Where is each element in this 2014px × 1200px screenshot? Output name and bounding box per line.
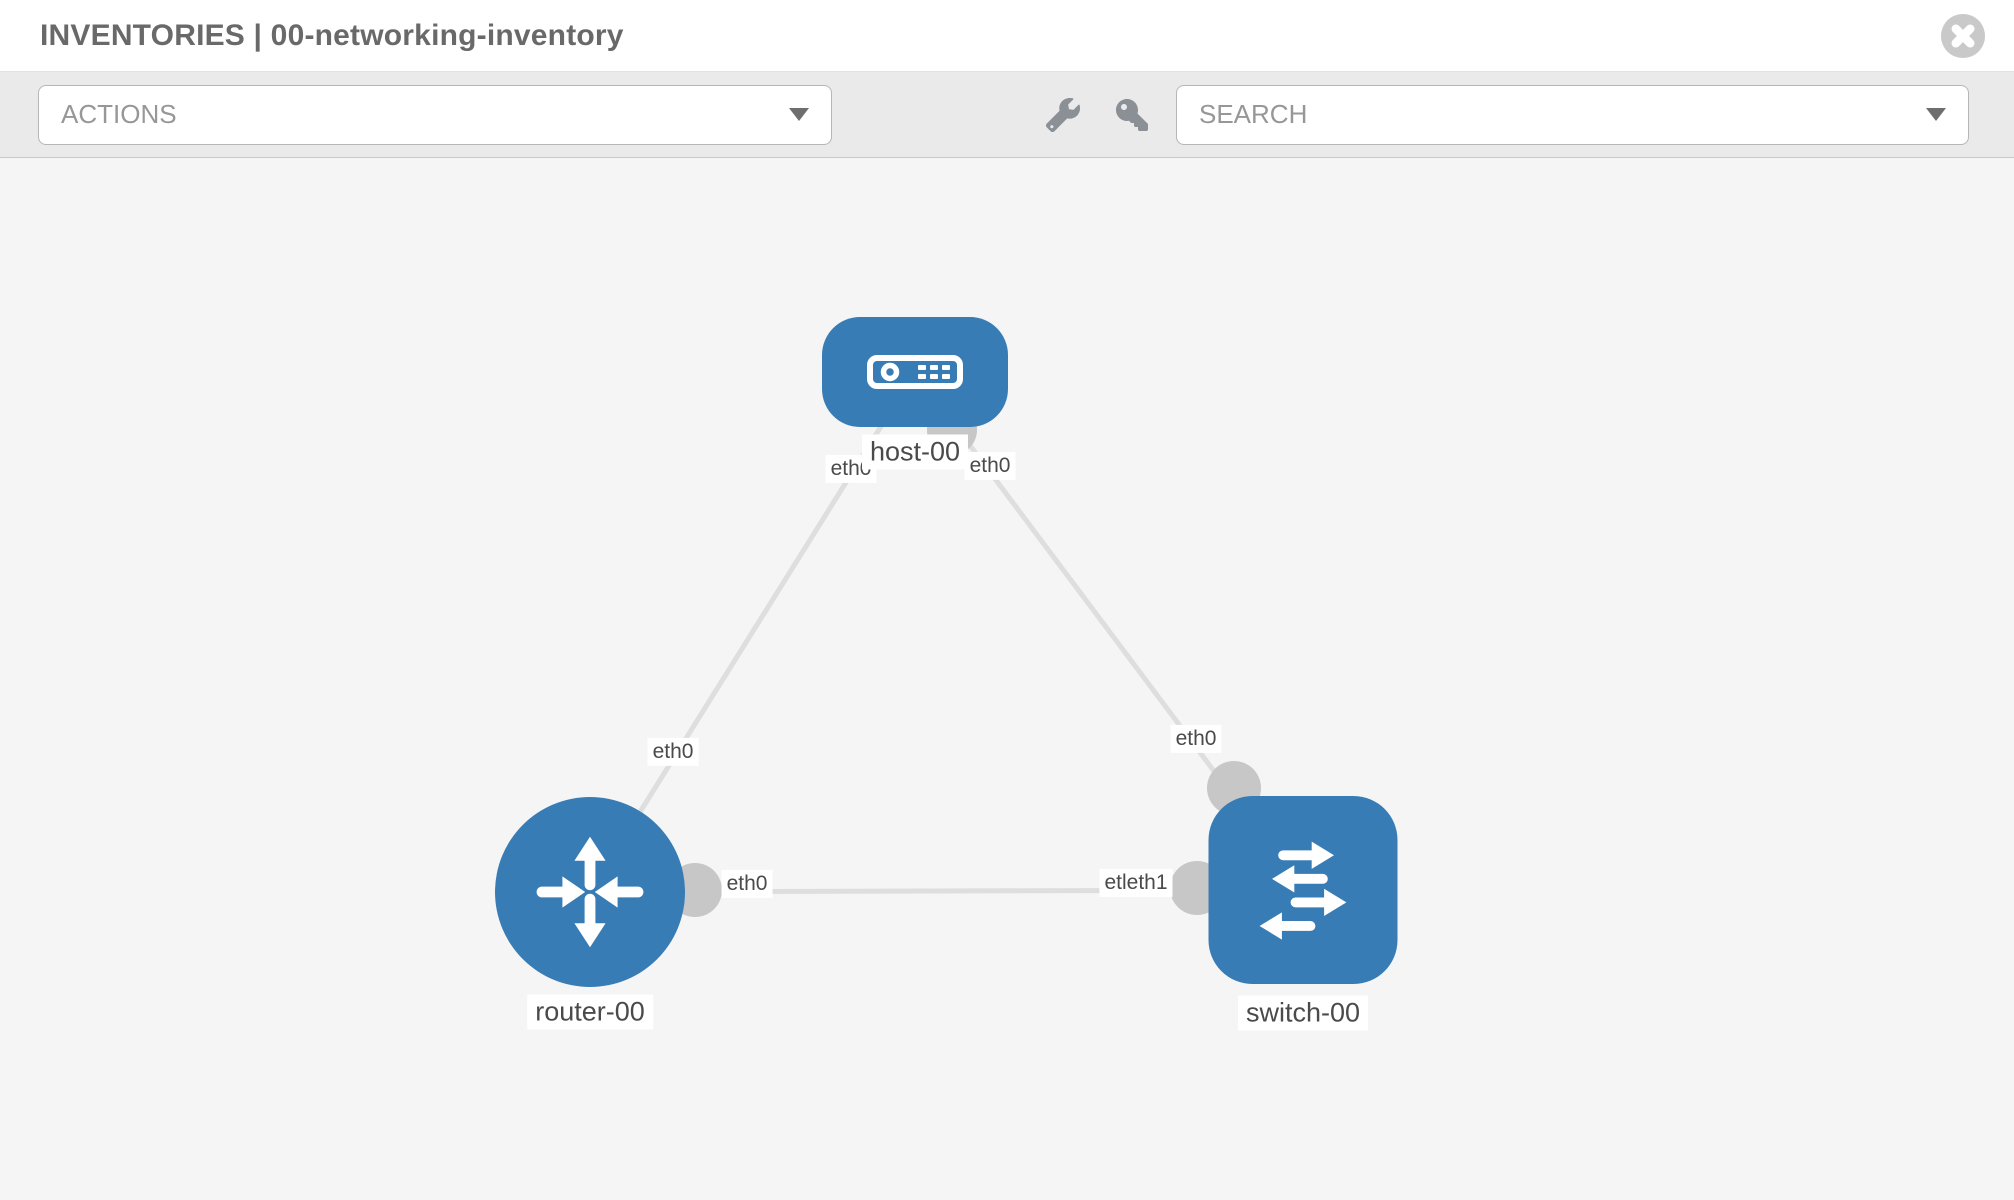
node-router-00[interactable] [495,797,685,987]
search-dropdown-label: SEARCH [1199,99,1308,129]
interfaces-layer [668,405,1261,917]
switch-shape [1208,796,1398,984]
actions-dropdown-label: ACTIONS [61,99,177,129]
wrench-icon [1046,97,1080,132]
actions-dropdown[interactable]: ACTIONS [38,84,832,145]
router-shape [495,797,685,987]
host-shape [822,317,1008,427]
close-icon [1940,13,1986,58]
node-host-00[interactable] [822,317,1008,427]
search-dropdown[interactable]: SEARCH [1176,84,1969,145]
toolbar: ACTIONS SEARCH [0,72,2014,158]
credentials-button[interactable] [1116,98,1148,131]
page-title: INVENTORIES | 00-networking-inventory [40,18,624,52]
chevron-down-icon [1926,108,1946,121]
node-switch-00[interactable] [1208,796,1398,984]
chevron-down-icon [789,108,809,121]
close-button[interactable] [1940,13,1986,59]
titlebar: INVENTORIES | 00-networking-inventory [0,0,2014,72]
topology-graph [495,317,1398,987]
key-icon [1116,98,1148,131]
configure-button[interactable] [1046,97,1080,132]
nodes-layer [495,317,1398,987]
